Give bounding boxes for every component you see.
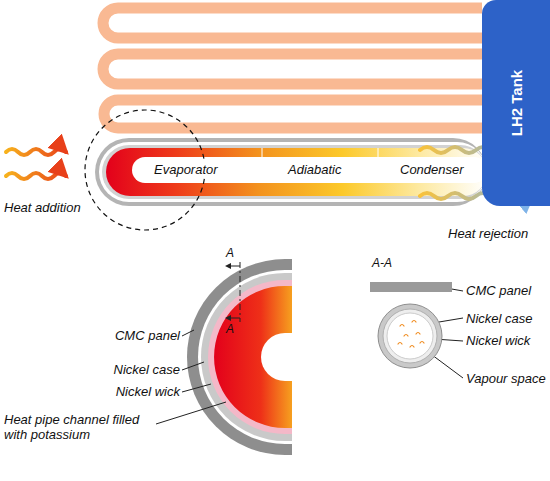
tube-loop — [103, 8, 482, 38]
section-divider — [262, 148, 263, 157]
vapour-core — [132, 157, 487, 183]
tube-loop — [104, 100, 482, 128]
part-label: CMC panel — [466, 283, 531, 298]
nickel-wick — [208, 280, 292, 434]
nickel-case — [102, 145, 487, 199]
leader-line — [156, 402, 226, 424]
leader-lines — [156, 288, 463, 424]
part-label: Heat addition — [4, 200, 81, 215]
leader-line — [439, 318, 463, 322]
storage-tank: LH2 Tank — [482, 0, 550, 206]
cmc-panel — [187, 259, 292, 455]
wavy-arrow — [6, 173, 66, 179]
part-label: Heat rejection — [448, 226, 528, 241]
part-label: A-A — [372, 256, 392, 271]
part-label: Nickel case — [60, 362, 180, 377]
vapour-core — [261, 333, 292, 381]
leader-line — [182, 384, 211, 392]
potassium-channel — [214, 286, 292, 428]
evaporator-detail — [187, 259, 292, 455]
gap — [198, 270, 292, 444]
nickel-case — [201, 273, 292, 441]
part-label: A — [226, 246, 234, 261]
section-line — [240, 262, 241, 322]
leader-line — [182, 330, 194, 336]
part-label: CMC panel — [60, 328, 180, 343]
tank-label: LH2 Tank — [508, 70, 525, 136]
part-label: Adiabatic — [286, 162, 343, 177]
nickel-case — [378, 304, 442, 368]
potassium-channel — [106, 148, 487, 196]
wavy-arrow — [6, 149, 66, 155]
part-label: Condenser — [398, 162, 466, 177]
vapour-dots — [398, 321, 424, 348]
part-label: Nickel case — [466, 311, 532, 326]
coolant-tubes — [103, 8, 482, 128]
heat-addition-arrows — [6, 149, 66, 179]
nickel-wick — [383, 309, 437, 363]
section-arrow — [228, 318, 240, 319]
part-label: A — [226, 322, 234, 337]
tube-loop — [103, 54, 482, 84]
section-divider — [378, 148, 379, 157]
part-label: Nickel wick — [60, 384, 180, 399]
vapour-space — [387, 313, 433, 359]
section-view — [370, 282, 452, 368]
part-label: Evaporator — [152, 162, 220, 177]
section-arrow — [228, 266, 240, 267]
part-label: Vapour space — [466, 371, 546, 386]
part-label: Nickel wick — [466, 333, 530, 348]
cmc-panel — [370, 282, 452, 292]
part-label: Heat pipe channel filled with potassium — [4, 412, 154, 442]
leader-line — [182, 362, 204, 370]
